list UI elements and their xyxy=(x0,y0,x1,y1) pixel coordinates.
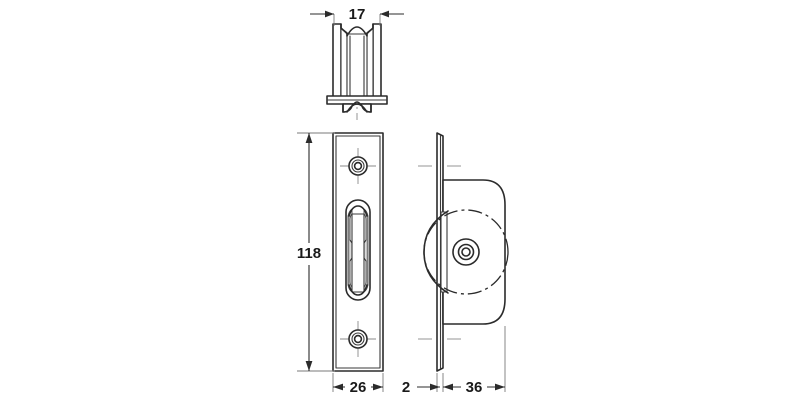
side-view-wheel-visible-arc xyxy=(423,210,449,294)
front-view-faceplate-inner-edge xyxy=(335,135,381,369)
front-slot-notch-left-lower xyxy=(349,257,353,262)
dim26-label: 26 xyxy=(350,379,367,396)
dim118-arrow-bottom xyxy=(305,361,313,371)
dim2-arrow xyxy=(430,383,440,391)
front-slot-notch-right-upper xyxy=(363,239,367,244)
front-screw-hole-bottom-inner xyxy=(353,334,363,344)
top-view-wheel-right-flange xyxy=(372,23,382,101)
dim36-label: 36 xyxy=(466,379,483,396)
dim17-label: 17 xyxy=(349,6,366,23)
side-view xyxy=(418,132,509,372)
side-view-axle-mid xyxy=(457,243,475,261)
dimension-26: 26 xyxy=(333,377,383,397)
top-view-groove-wall-right xyxy=(366,27,374,101)
front-view xyxy=(332,132,384,372)
front-wheel-arc-top xyxy=(348,205,368,217)
top-view xyxy=(326,23,388,120)
front-screw-hole-top-mid xyxy=(351,159,365,173)
dim36-arrow-right xyxy=(495,383,505,391)
dim118-label-front: 118 xyxy=(297,245,321,262)
dim2-label: 2 xyxy=(402,379,410,396)
dimension-36: 36 xyxy=(443,377,505,397)
top-view-lower-groove-profile xyxy=(346,103,368,113)
dimension-2: 2 xyxy=(395,377,440,397)
dimension-118: 118 118 xyxy=(294,132,335,372)
top-view-wheel-left-flange xyxy=(332,23,342,101)
dimension-17: 17 xyxy=(310,6,404,26)
side-view-wheel-lip xyxy=(440,211,448,293)
front-screw-hole-bottom-mid xyxy=(351,332,365,346)
top-view-groove-profile xyxy=(340,23,374,37)
dim118-arrow-top xyxy=(305,133,313,143)
dim17-arrow-right xyxy=(380,10,389,18)
front-screw-hole-top-inner xyxy=(353,161,363,171)
dim26-arrow-left xyxy=(333,383,343,391)
front-slot-notch-left-upper xyxy=(349,239,353,244)
front-slot-notch-right-lower xyxy=(363,257,367,262)
front-wheel-arc-bottom xyxy=(348,284,368,296)
top-view-groove-wall-left xyxy=(340,27,348,101)
dim17-arrow-left xyxy=(325,10,334,18)
dim36-arrow-left xyxy=(443,383,453,391)
dim26-arrow-right xyxy=(373,383,383,391)
side-view-axle-bore xyxy=(464,250,468,254)
